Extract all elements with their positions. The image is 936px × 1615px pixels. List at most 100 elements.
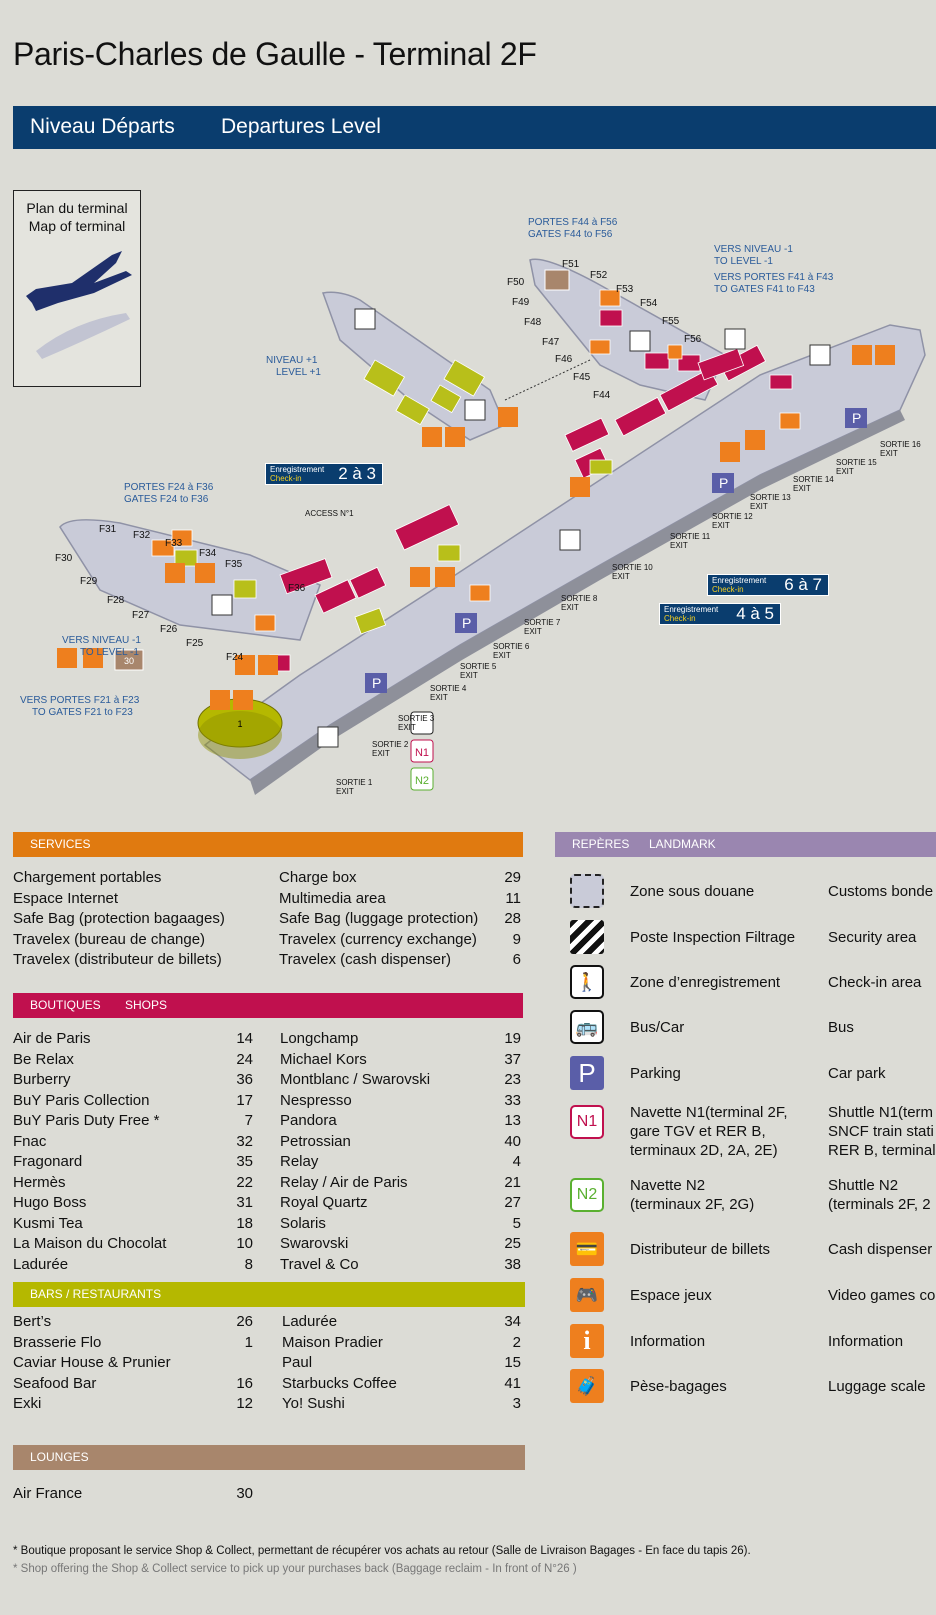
label-gates-f24-fr: PORTES F24 à F36 [124, 482, 214, 493]
landmark-label-fr: Information [630, 1333, 706, 1350]
gate-label: F31 [99, 524, 117, 535]
list-item: Caviar House & Prunier [13, 1353, 253, 1374]
escalator-icons [211, 308, 831, 748]
item-number: 26 [236, 1313, 253, 1330]
lounge-marker-30: 30 [124, 656, 134, 666]
item-name: Ladurée [282, 1313, 338, 1330]
item-number: 22 [236, 1173, 253, 1191]
gate-label: F28 [107, 595, 125, 606]
map-n2: N2 [415, 775, 429, 787]
label-level-m1-en-left: TO LEVEL -1 [80, 647, 139, 658]
service-num: 28 [504, 910, 521, 927]
item-number: 13 [504, 1112, 521, 1129]
item-number: 24 [236, 1050, 253, 1068]
terminal-minimap: Plan du terminal Map of terminal [13, 190, 141, 387]
footnote-fr: * Boutique proposant le service Shop & C… [13, 1545, 751, 1557]
item-name: Montblanc / Swarovski [280, 1071, 431, 1088]
item-number: 41 [504, 1374, 521, 1392]
gate-label: F51 [562, 259, 580, 270]
food-blocks [174, 359, 613, 635]
exit-label-en: EXIT [793, 484, 811, 493]
gate-label: F55 [662, 316, 680, 327]
label-gates-f41-fr: VERS PORTES F41 à F43 [714, 272, 834, 283]
item-name: Hermès [13, 1173, 66, 1191]
exit-label-fr: SORTIE 13 [750, 493, 791, 502]
bars-header: BARS / RESTAURANTS [13, 1282, 525, 1307]
exit-label-en: EXIT [460, 671, 478, 680]
landmark-label-en: Security area [828, 929, 917, 946]
minimap-title-fr: Plan du terminal [26, 200, 128, 216]
gate-label: F46 [555, 354, 573, 365]
shuttle-n2-icon: N2 [570, 1178, 604, 1212]
services-list-en: Charge box Multimedia area Safe Bag (lug… [279, 868, 493, 971]
map-bus-icon [410, 711, 434, 735]
item-number: 18 [236, 1214, 253, 1232]
item-name: Exki [13, 1395, 42, 1412]
service-fr: Safe Bag (protection bagaages) [13, 910, 225, 927]
service-en: Safe Bag (luggage protection) [279, 910, 479, 927]
item-name: BuY Paris Collection [13, 1091, 150, 1109]
services-list-fr: Chargement portables Espace Internet Saf… [13, 868, 263, 971]
parking-icons: P P P P [365, 408, 867, 693]
item-number: 19 [504, 1030, 521, 1047]
gate-label: F35 [225, 559, 243, 570]
map-shuttle-n2-icon [410, 767, 434, 791]
cash-dispenser-icon: 💳 [570, 1232, 604, 1266]
item-name: Fragonard [13, 1153, 83, 1170]
level-bar: Niveau Départs Departures Level [13, 106, 936, 149]
label-access: ACCESS N°1 [305, 509, 354, 518]
list-item: Longchamp 19 [280, 1029, 521, 1050]
service-num: 9 [512, 930, 521, 948]
service-fr: Travelex (distributeur de billets) [13, 951, 222, 968]
gate-label: F54 [640, 298, 658, 309]
service-en: Multimedia area [279, 889, 386, 907]
item-number: 14 [236, 1030, 253, 1047]
map-shuttle-n1-icon [410, 739, 434, 763]
item-name: Fnac [13, 1132, 47, 1150]
item-name: Solaris [280, 1214, 326, 1232]
exit-label-fr: SORTIE 14 [793, 475, 834, 484]
service-num: 11 [505, 889, 521, 907]
gate-label: F26 [160, 624, 178, 635]
info-icon: i [570, 1324, 604, 1358]
item-name: Yo! Sushi [282, 1395, 345, 1412]
gate-label: F32 [133, 530, 151, 541]
service-en: Travelex (currency exchange) [279, 930, 477, 948]
service-en: Travelex (cash dispenser) [279, 951, 452, 968]
landmark-label-fr: Bus/Car [630, 1019, 685, 1036]
landmark-label-fr: Pèse-bagages [630, 1378, 727, 1395]
level-label-fr: Niveau Départs [30, 115, 175, 138]
shuttle-n1-icon: N1 [570, 1105, 604, 1139]
footnote-en: * Shop offering the Shop & Collect servi… [13, 1563, 577, 1575]
item-name: Longchamp [280, 1030, 359, 1047]
exit-label-en: EXIT [712, 521, 730, 530]
landmark-label-en: Check-in area [828, 974, 922, 991]
svg-text:P: P [852, 410, 861, 426]
item-name: Swarovski [280, 1235, 349, 1252]
item-name: Burberry [13, 1071, 71, 1088]
exit-label-en: EXIT [670, 541, 688, 550]
gamepad-icon: 🎮 [570, 1278, 604, 1312]
exit-label-en: EXIT [880, 449, 898, 458]
luggage-scale-icon: 🧳 [570, 1369, 604, 1403]
landmark-label-fr: Navette N2 (terminaux 2F, 2G) [630, 1177, 755, 1213]
parking-icon: P [570, 1056, 604, 1090]
